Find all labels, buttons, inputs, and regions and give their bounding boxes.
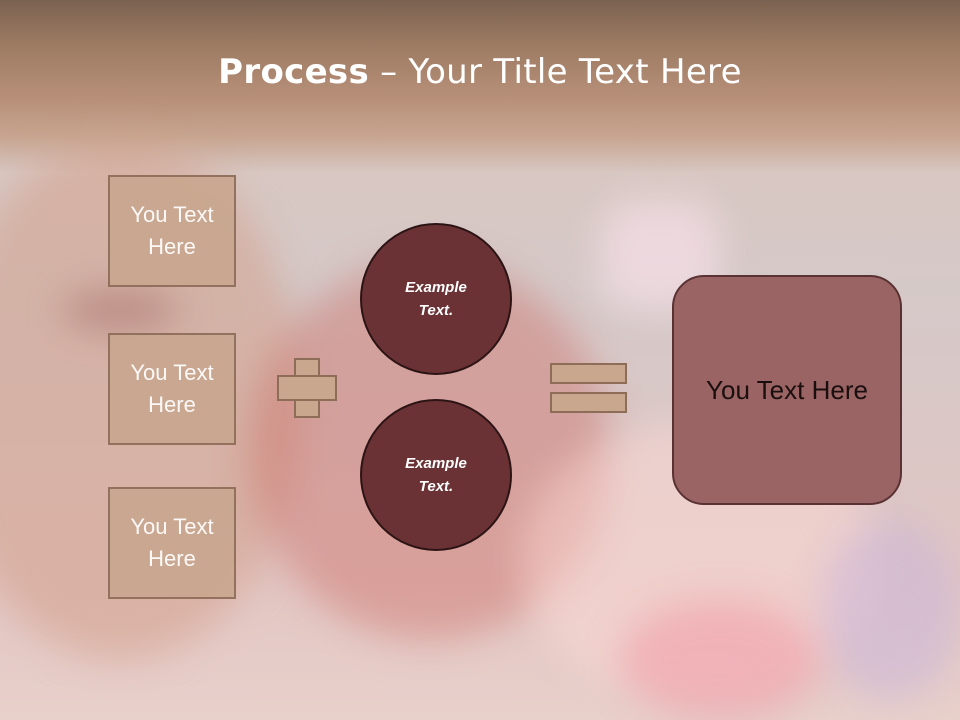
example-circle-1[interactable]: Example Text. (360, 223, 512, 375)
text-box-label: You Text Here (130, 360, 214, 417)
title-bold: Process (218, 52, 370, 92)
background-light-pink (620, 600, 820, 720)
slide-title: Process – Your Title Text Here (0, 52, 960, 92)
circle-label: Example Text. (405, 455, 467, 495)
background-lips (60, 290, 180, 330)
title-rest: – Your Title Text Here (369, 52, 742, 92)
text-box-3[interactable]: You Text Here (108, 487, 236, 599)
text-box-label: You Text Here (130, 514, 214, 571)
circle-label: Example Text. (405, 279, 467, 319)
text-box-2[interactable]: You Text Here (108, 333, 236, 445)
background-light-purple (820, 520, 960, 700)
text-box-label: You Text Here (130, 202, 214, 259)
result-box[interactable]: You Text Here (672, 275, 902, 505)
example-circle-2[interactable]: Example Text. (360, 399, 512, 551)
result-label: You Text Here (706, 374, 868, 405)
text-box-1[interactable]: You Text Here (108, 175, 236, 287)
